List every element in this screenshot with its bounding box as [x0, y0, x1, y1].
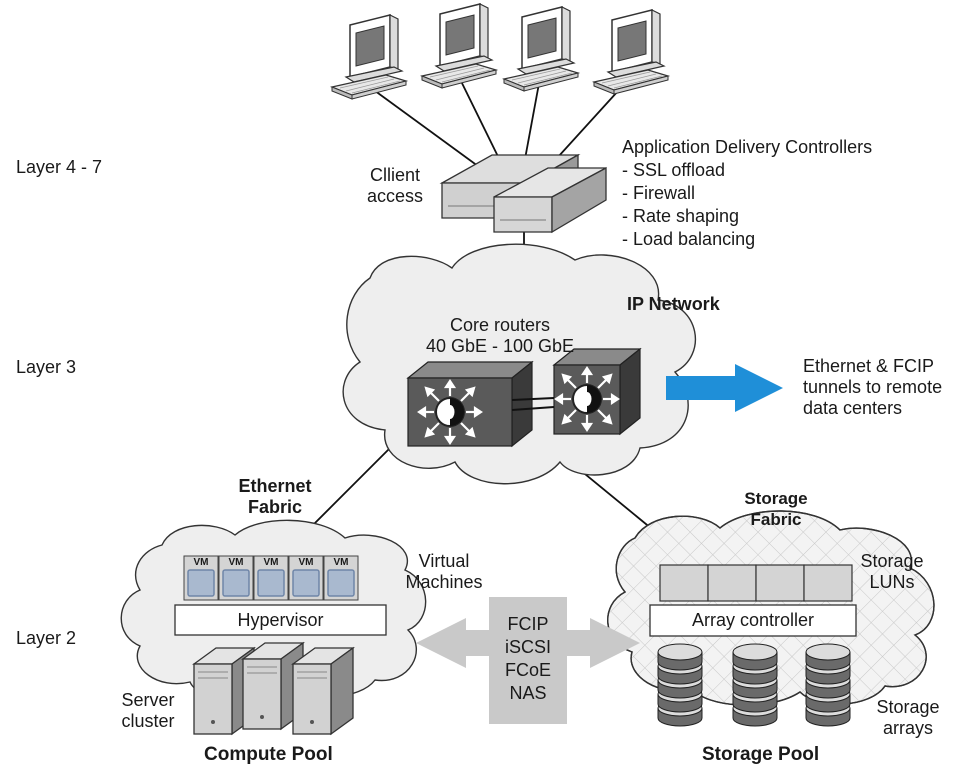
storage-fabric-label: Storage Fabric — [744, 489, 808, 529]
vm-label: VM — [263, 557, 279, 568]
adc-title: Application Delivery Controllers — [622, 137, 873, 157]
storage-array-icon — [658, 644, 702, 726]
server-cluster-label: Server cluster — [121, 690, 175, 731]
storage-pool-label: Storage Pool — [702, 744, 820, 765]
array-controller-label: Array controller — [691, 610, 815, 630]
vm-label: VM — [228, 557, 244, 568]
layer-4-7-label: Layer 4 - 7 — [16, 157, 103, 177]
ethernet-fabric-label: Ethernet Fabric — [238, 476, 312, 517]
storage-luns-label: Storage LUNs — [860, 551, 924, 592]
protocol-box — [489, 597, 567, 724]
core-router-icon — [552, 347, 642, 436]
client-computer-icon — [421, 3, 497, 89]
storage-lun-blocks — [659, 564, 853, 602]
protocol-list: FCIP iSCSI FCoE NAS — [504, 614, 551, 703]
array-controller-bar — [649, 604, 857, 637]
virtual-machines-label: Virtual Machines — [405, 551, 483, 592]
hypervisor-bar — [174, 604, 387, 636]
client-access-label: Cllient access — [366, 165, 424, 206]
remote-arrow — [666, 364, 783, 412]
layer-3-label: Layer 3 — [16, 357, 77, 377]
core-router-icon — [406, 360, 534, 448]
vm-label: VM — [193, 557, 209, 568]
server-icon — [292, 647, 354, 735]
client-computer-icon — [503, 6, 579, 92]
router-link — [511, 397, 555, 411]
layer-2-label: Layer 2 — [16, 628, 77, 648]
vm-label: VM — [298, 557, 314, 568]
storage-arrays-label: Storage arrays — [876, 697, 940, 738]
adc-feature-list: Application Delivery Controllers - SSL o… — [622, 137, 873, 249]
remote-tunnels-label: Ethernet & FCIP tunnels to remote data c… — [803, 356, 943, 418]
client-computer-icon — [331, 14, 407, 100]
ip-network-label: IP Network — [627, 294, 720, 314]
adc-appliance-icon — [493, 166, 607, 234]
storage-array-icon — [733, 644, 777, 726]
compute-pool-label: Compute Pool — [204, 744, 333, 765]
client-computer-icon — [593, 9, 669, 95]
hypervisor-label: Hypervisor — [237, 610, 324, 630]
storage-array-icon — [806, 644, 850, 726]
vm-label: VM — [333, 557, 349, 568]
core-routers-label: Core routers 40 GbE - 100 GbE — [425, 315, 575, 356]
